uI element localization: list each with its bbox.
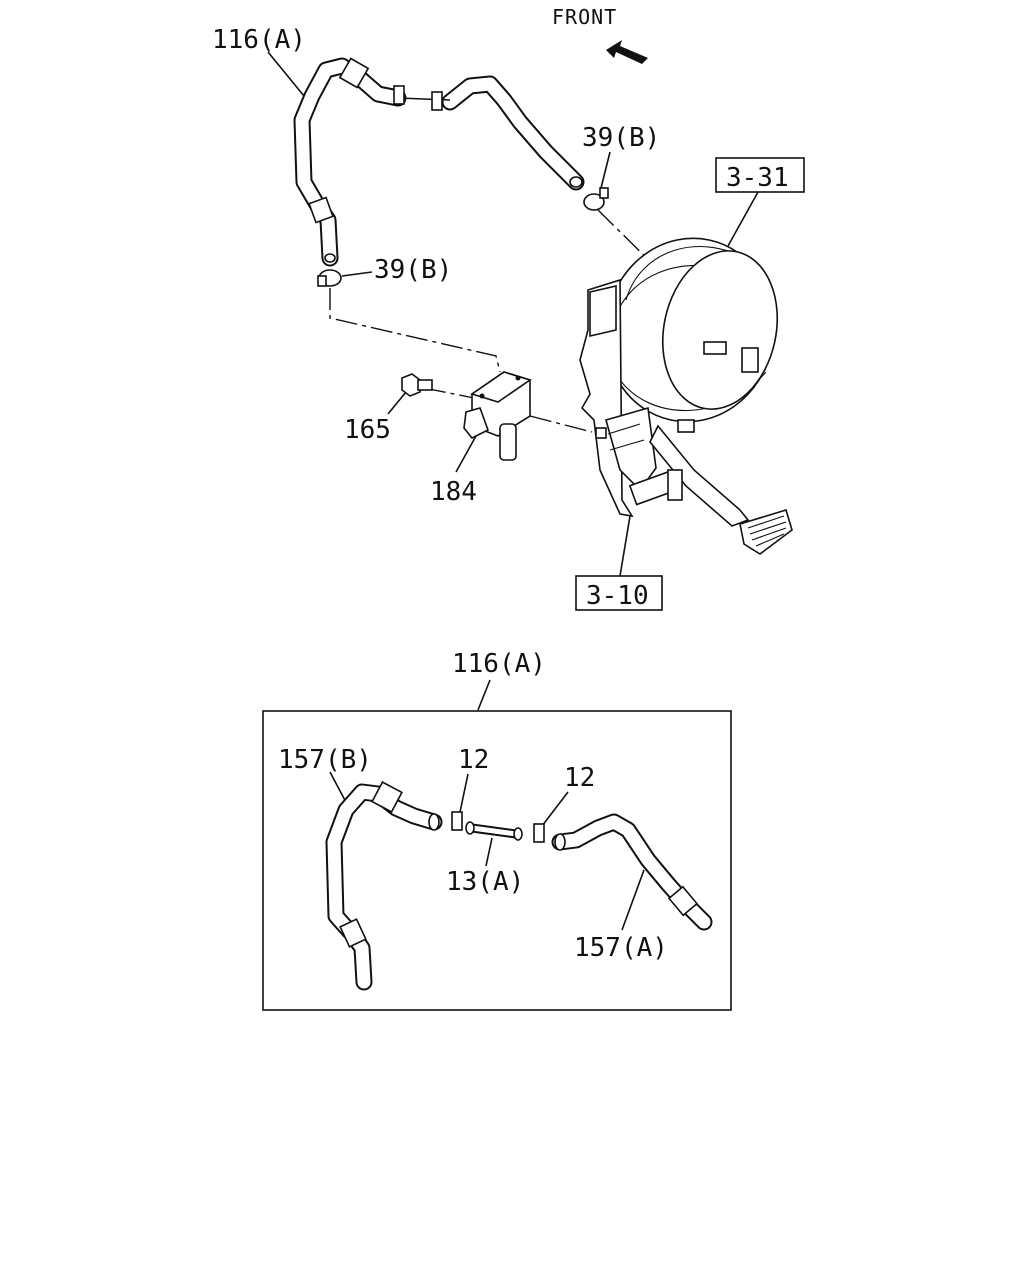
label-116a-top: 116(A) [212,25,306,55]
ref-box-3-31: 3-31 [715,157,805,247]
front-label: FRONT [552,5,617,29]
label-3-10: 3-10 [586,581,649,611]
clamp-left-icon [317,269,342,287]
hose-assembly-top [293,57,585,267]
clip-left-icon [451,811,463,831]
clip-icon [431,91,443,111]
label-39b-left: 39(B) [374,255,452,285]
hose-157a [551,813,713,931]
label-13a: 13(A) [446,867,524,897]
label-3-31: 3-31 [726,163,789,193]
leader-13a [485,837,493,867]
pedal-bracket [579,278,793,555]
leader-39b-left [341,271,373,277]
label-116a-detail: 116(A) [452,649,546,679]
label-39b-right: 39(B) [582,123,660,153]
clamp-right-icon [583,187,609,211]
label-165: 165 [344,415,391,445]
clip-right-icon [533,823,545,843]
hose-157b [325,781,443,991]
leader-12-left [459,773,469,813]
bolt-icon [401,373,433,397]
ref-box-3-10: 3-10 [575,515,663,611]
dash-line [529,415,593,433]
label-157b: 157(B) [278,745,372,775]
front-indicator: FRONT [552,5,648,64]
brake-booster [604,237,779,423]
leader-165 [387,391,407,415]
leader-116a-detail [477,679,491,711]
leader-157a [621,869,645,931]
pedal-pad-icon [747,515,787,547]
label-12-right: 12 [564,763,595,793]
detail-assembly: 116(A) 157(B) 12 12 13(A) [262,649,732,1011]
leader-116a-top [267,51,305,97]
label-184: 184 [430,477,477,507]
leader-3-31 [727,191,759,247]
leader-3-10 [619,515,631,577]
leader-184 [455,435,477,473]
dash-line [329,288,501,373]
leader-12-right [541,791,569,827]
front-arrow-icon [606,40,648,64]
pipe-13a [465,821,523,841]
clip-icon [393,85,405,105]
label-12-left: 12 [458,745,489,775]
label-157a: 157(A) [574,933,668,963]
leader-39b-right [599,151,611,193]
upper-assembly: 116(A) 39(B) 39(B) [212,25,805,611]
switch-icon [463,371,532,461]
detail-frame [262,710,732,1011]
